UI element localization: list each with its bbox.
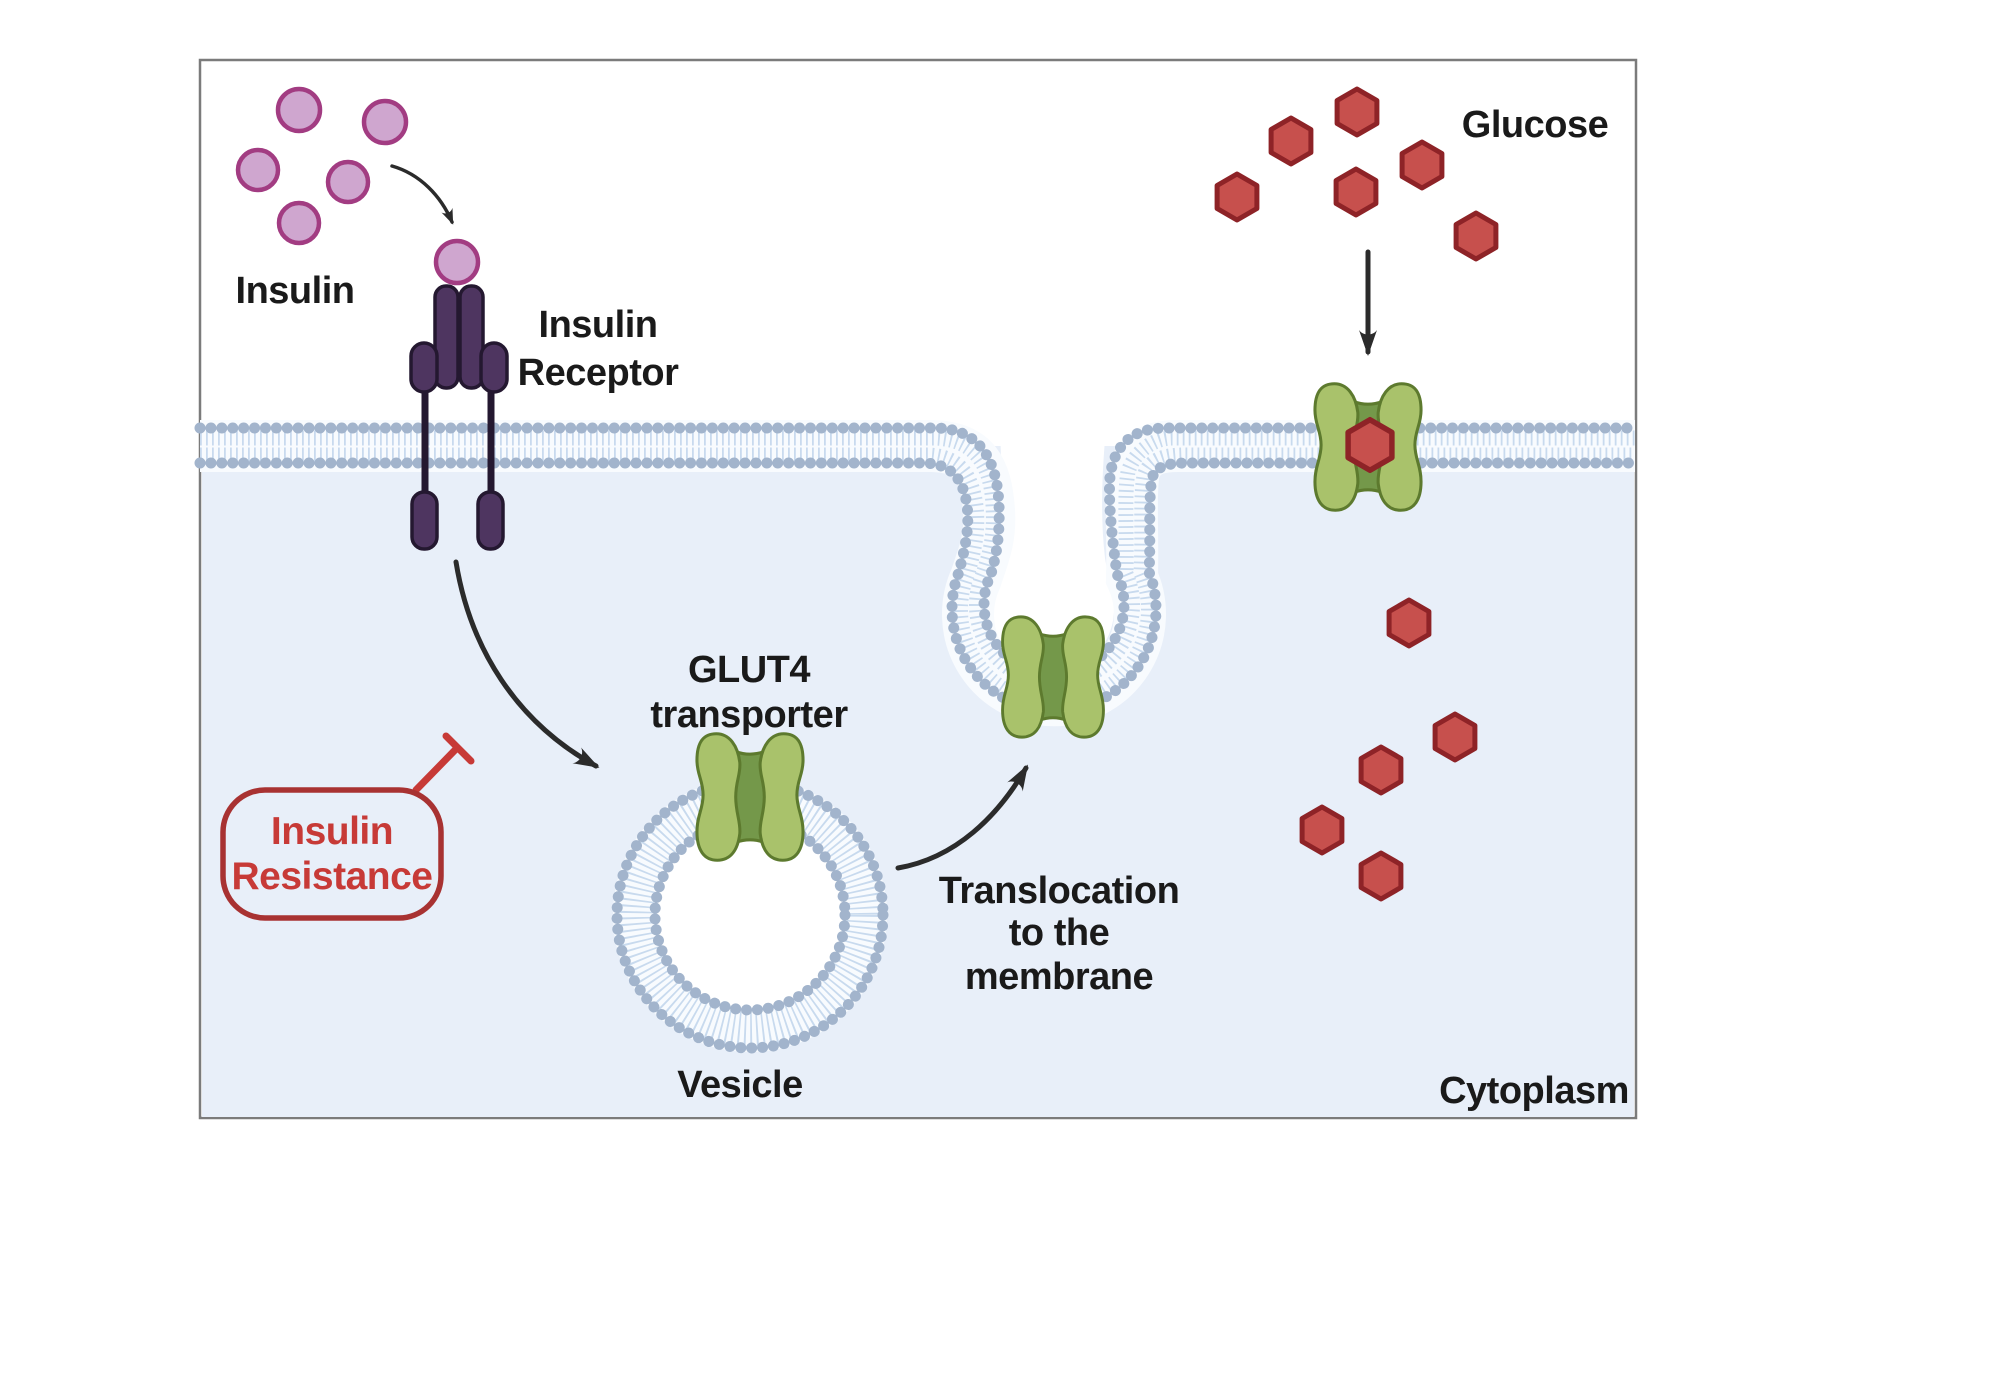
insulin-receptor-label-line1: Insulin xyxy=(539,304,658,346)
glut4-label-line2: transporter xyxy=(650,694,848,736)
insulin-molecule xyxy=(325,159,371,205)
membrane-invagination-pocket xyxy=(986,416,1114,674)
glucose-molecule xyxy=(1302,807,1342,853)
glucose-in-transporter xyxy=(1348,420,1392,471)
insulin-resistance-label-line2: Resistance xyxy=(232,855,433,898)
receptor-alpha-left xyxy=(433,284,460,390)
insulin-label: Insulin xyxy=(236,270,355,312)
glucose-molecule xyxy=(1435,714,1475,760)
glucose-molecule xyxy=(1361,747,1401,793)
insulin-molecule xyxy=(361,98,409,146)
bound-insulin-molecule xyxy=(433,238,481,286)
inhibition-line xyxy=(412,744,461,794)
glucose-molecule xyxy=(1336,169,1376,215)
translocation-label-line2: to the xyxy=(1009,912,1109,954)
vesicle-tails xyxy=(619,784,881,1046)
inhibition-bar-icon xyxy=(442,732,475,765)
receptor-intracellular-right xyxy=(476,490,505,551)
insulin-receptor xyxy=(409,238,509,551)
insulin-molecules xyxy=(235,86,409,246)
receptor-intracellular-left xyxy=(410,490,439,551)
insulin-molecule xyxy=(235,147,281,193)
insulin-molecule xyxy=(275,86,323,134)
receptor-signal-arrow xyxy=(453,559,600,769)
glucose-molecule xyxy=(1402,142,1442,188)
glut4-label-line1: GLUT4 xyxy=(688,649,810,691)
vesicle-label: Vesicle xyxy=(677,1064,802,1106)
glucose-molecule xyxy=(1456,213,1496,259)
cytoplasm-label: Cytoplasm xyxy=(1439,1070,1629,1112)
translocation-label-line1: Translocation xyxy=(939,870,1180,912)
membrane-tails-outer xyxy=(200,430,1635,691)
glucose-molecule xyxy=(1389,600,1429,646)
receptor-beta-right xyxy=(479,341,509,394)
receptor-beta-left xyxy=(409,341,439,394)
insulin-binding-arrow xyxy=(390,164,454,225)
glucose-label: Glucose xyxy=(1462,104,1608,146)
glucose-molecule xyxy=(1271,118,1311,164)
vesicle-lumen xyxy=(656,821,844,1009)
insulin-resistance-label-line1: Insulin xyxy=(271,810,393,853)
glut4-in-invagination xyxy=(1003,617,1104,737)
vesicle xyxy=(611,776,889,1054)
insulin-resistance-box xyxy=(220,787,444,921)
glut4-on-vesicle xyxy=(697,734,803,860)
receptor-alpha-right xyxy=(458,284,485,390)
translocation-label-line3: membrane xyxy=(965,956,1153,998)
insulin-resistance-annotation: Insulin Resistance xyxy=(220,732,475,921)
glucose-molecule xyxy=(1361,853,1401,899)
translocation-arrow xyxy=(895,764,1029,871)
glucose-molecule xyxy=(1217,174,1257,220)
glucose-molecule xyxy=(1337,89,1377,135)
insulin-molecule xyxy=(276,200,322,246)
insulin-receptor-label-line2: Receptor xyxy=(518,352,679,394)
